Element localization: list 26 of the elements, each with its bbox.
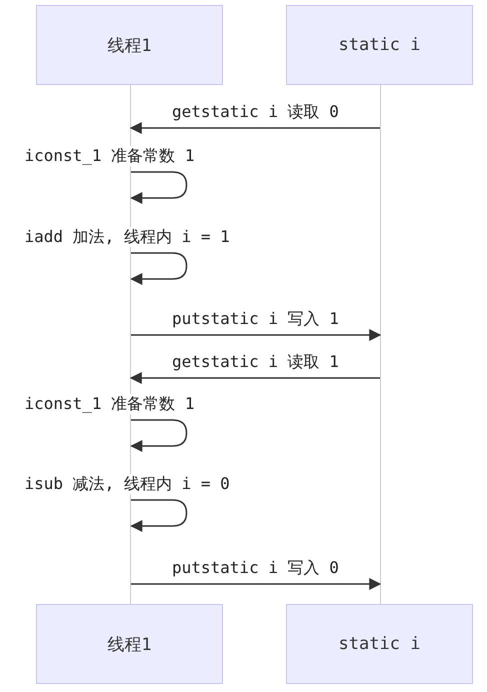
participant-name: 线程1 [107,634,152,656]
message-arrow [131,329,382,341]
message-label: getstatic i 读取 0 [170,102,341,122]
participant-box [286,5,473,85]
self-loop-arrow [130,171,188,204]
participant-name: 线程1 [107,34,152,56]
message-label: getstatic i 读取 1 [170,352,341,372]
message-label: iadd 加法, 线程内 i = 1 [22,227,232,247]
message-label: putstatic i 写入 0 [170,558,341,578]
message-label: iconst_1 准备常数 1 [22,394,196,414]
participant-name: static i [338,634,420,654]
participant-box [36,5,223,85]
lifeline [380,85,381,604]
self-loop-arrow [130,419,188,452]
message-arrow [130,122,380,134]
message-label: isub 减法, 线程内 i = 0 [22,474,232,494]
participant-box [36,604,223,684]
self-loop-arrow [130,252,188,285]
self-loop-arrow [130,499,188,532]
participant-box [286,604,473,684]
message-arrow [131,578,382,590]
message-label: putstatic i 写入 1 [170,309,341,329]
lifeline [130,85,131,604]
message-arrow [130,372,380,384]
message-label: iconst_1 准备常数 1 [22,146,196,166]
participant-name: static i [338,35,420,55]
